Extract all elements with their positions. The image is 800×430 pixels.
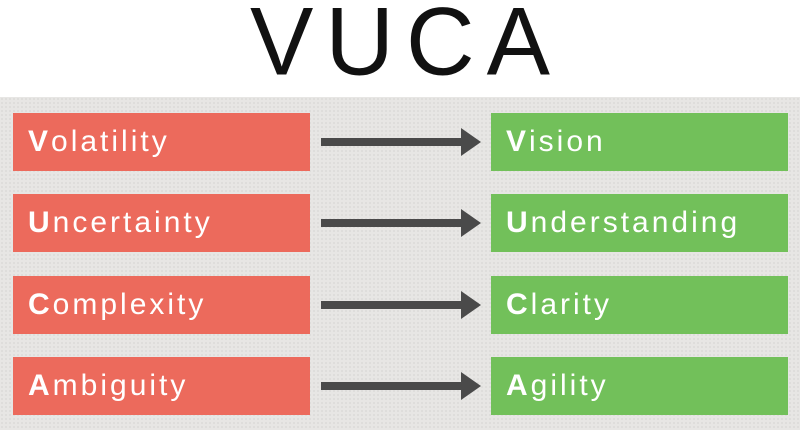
term-rest: omplexity — [52, 287, 207, 321]
term-rest: gility — [530, 368, 609, 402]
term-initial: U — [28, 206, 53, 240]
term-rest: nderstanding — [530, 206, 741, 240]
arrow-icon — [310, 357, 491, 415]
term-rest: larity — [530, 287, 613, 321]
term-initial: V — [506, 125, 530, 158]
term-rest: ncertainty — [52, 206, 213, 240]
arrow-icon — [310, 113, 491, 171]
header: VUCA — [0, 0, 800, 97]
arrow-icon — [310, 276, 491, 334]
term-initial: A — [28, 368, 53, 402]
page-title: VUCA — [250, 0, 562, 97]
term-initial: U — [506, 206, 531, 240]
term-initial: C — [506, 287, 531, 321]
term-initial: A — [506, 368, 531, 402]
arrow-icon — [310, 194, 491, 252]
term-rest: olatility — [51, 125, 170, 158]
term-initial: V — [28, 125, 52, 158]
term-initial: C — [28, 287, 53, 321]
term-rest: mbiguity — [52, 368, 189, 402]
term-rest: ision — [529, 125, 606, 158]
